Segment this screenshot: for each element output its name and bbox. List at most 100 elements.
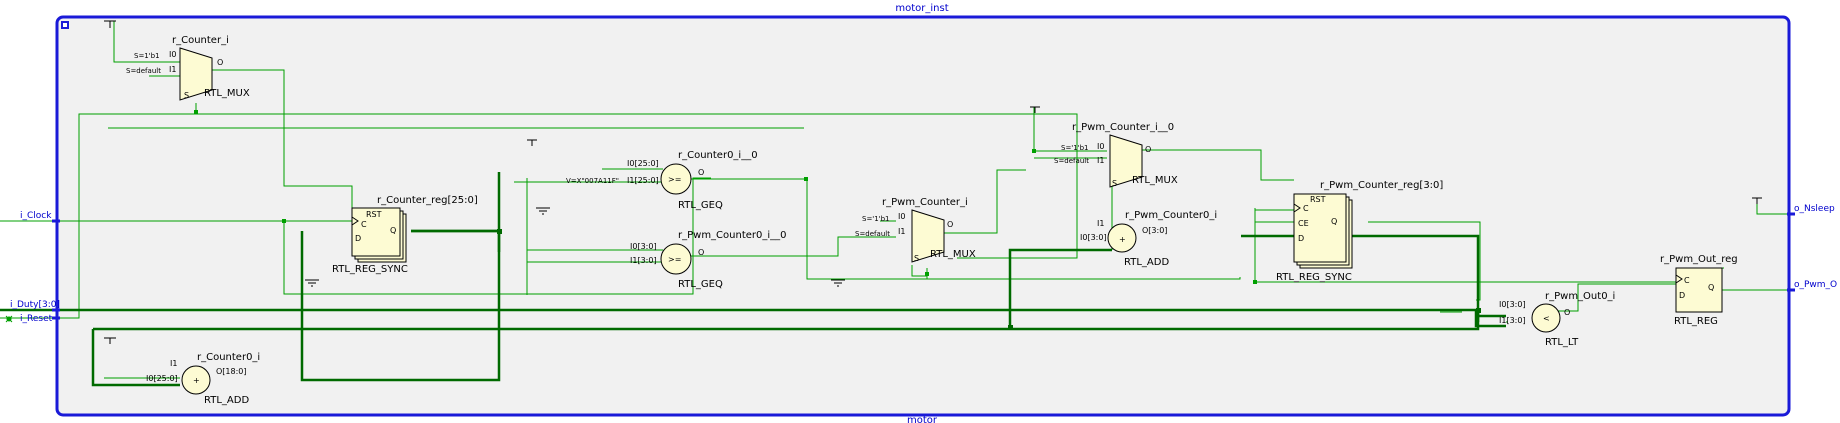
pin-s: S <box>184 91 189 100</box>
cell-r-counter0-i-0[interactable]: >= r_Counter0_i__0 RTL_GEQ I0[25:0] I1[2… <box>566 150 758 211</box>
select-literal: S=1'b1 <box>134 52 160 60</box>
cell-r-pwm-out-reg[interactable]: r_Pwm_Out_reg RTL_REG C D Q <box>1660 254 1738 327</box>
pin-a: I1 <box>170 359 177 368</box>
cell-name: r_Pwm_Out0_i <box>1545 291 1615 302</box>
port-label-clock: i_Clock <box>20 211 52 221</box>
pin-o: O[18:0] <box>216 367 247 376</box>
port-label-duty: i_Duty[3:0] <box>10 300 60 310</box>
pin-o: O <box>1564 308 1570 317</box>
cell-r-counter-i[interactable]: r_Counter_i RTL_MUX I0 I1 S O S=1'b1 S=d… <box>126 35 250 101</box>
module-bottom-label: motor <box>907 415 938 423</box>
cell-name: r_Counter_i <box>172 35 229 46</box>
pin-rst: RST <box>366 210 382 219</box>
pin-b: I1[3:0] <box>630 256 657 265</box>
pin-a: I0[3:0] <box>1499 300 1526 309</box>
pin-d: D <box>1679 291 1685 300</box>
pin-b: I1[25:0] <box>627 176 659 185</box>
cell-r-counter-reg[interactable]: r_Counter_reg[25:0] RTL_REG_SYNC RST C D… <box>332 195 478 275</box>
cell-name: r_Pwm_Counter0_i__0 <box>678 230 787 241</box>
pin-o: O <box>698 168 704 177</box>
pin-i0: I0 <box>898 212 905 221</box>
cell-name: r_Counter_reg[25:0] <box>377 195 478 206</box>
pin-q: Q <box>390 226 396 235</box>
pin-a: I0[3:0] <box>630 242 657 251</box>
select-default: S=default <box>1054 157 1089 165</box>
input-port-clock[interactable]: i_Clock <box>20 211 60 223</box>
cell-r-pwm-out0-i[interactable]: < r_Pwm_Out0_i RTL_LT I0[3:0] I1[3:0] O <box>1499 291 1615 348</box>
pin-o: O <box>947 220 953 229</box>
pin-c: C <box>1303 204 1309 213</box>
cell-type: RTL_ADD <box>1124 257 1169 268</box>
bus-nets <box>0 172 1506 387</box>
cell-type: RTL_GEQ <box>678 279 723 290</box>
cell-name: r_Pwm_Counter_i <box>882 197 968 208</box>
port-label-pwm: o_Pwm_O <box>1794 280 1837 290</box>
pin-i1: I1 <box>898 227 905 236</box>
pin-a: I0[25:0] <box>627 159 659 168</box>
cell-r-counter0-i[interactable]: + r_Counter0_i RTL_ADD I1 I0[25:0] O[18:… <box>146 352 260 406</box>
cell-name: r_Pwm_Counter_reg[3:0] <box>1320 180 1443 191</box>
reset-marker-icon <box>5 315 13 323</box>
pin-q: Q <box>1708 283 1714 292</box>
const-value: V=X"007A11F" <box>566 177 619 185</box>
port-label-reset: i_Reset <box>20 314 53 324</box>
pin-b: I0[3:0] <box>1080 233 1107 242</box>
input-port-duty[interactable]: i_Duty[3:0] <box>10 300 60 312</box>
output-port-nsleep[interactable]: o_Nsleep <box>1787 204 1835 216</box>
ground-symbols <box>104 20 1762 344</box>
collapse-icon[interactable] <box>61 21 69 29</box>
cell-r-pwm-counter0-i[interactable]: + r_Pwm_Counter0_i RTL_ADD I1 I0[3:0] O[… <box>1080 210 1217 268</box>
pin-q: Q <box>1331 217 1337 226</box>
cell-op: >= <box>668 175 681 184</box>
pin-ce: CE <box>1298 219 1309 228</box>
pin-d: D <box>355 234 361 243</box>
select-literal: S='1'b1 <box>1061 144 1089 152</box>
select-literal: S='1'b1 <box>862 215 890 223</box>
pin-s: S <box>914 254 919 263</box>
junctions <box>194 110 1481 330</box>
cell-name: r_Counter0_i <box>197 352 260 363</box>
cell-name: r_Pwm_Counter0_i <box>1125 210 1217 221</box>
select-default: S=default <box>855 230 890 238</box>
cell-type: RTL_GEQ <box>678 200 723 211</box>
pin-i1: I1 <box>169 65 176 74</box>
pin-rst: RST <box>1310 195 1326 204</box>
cell-type: RTL_MUX <box>204 88 250 99</box>
pin-c: C <box>361 220 367 229</box>
cell-op: < <box>1543 314 1550 323</box>
port-label-nsleep: o_Nsleep <box>1794 204 1835 214</box>
pin-o: O <box>217 58 223 67</box>
nets <box>0 20 1790 379</box>
output-port-pwm[interactable]: o_Pwm_O <box>1787 280 1837 292</box>
pin-o: O <box>698 248 704 257</box>
cell-op: >= <box>668 255 681 264</box>
module-title: motor_inst <box>895 3 948 14</box>
cell-op: + <box>193 376 200 385</box>
cell-name: r_Pwm_Counter_i__0 <box>1072 122 1174 133</box>
pin-i1: I1 <box>1097 156 1104 165</box>
cell-type: RTL_REG <box>1674 316 1718 327</box>
input-port-reset[interactable]: i_Reset <box>5 314 60 324</box>
pin-b: I0[25:0] <box>146 374 178 383</box>
cell-type: RTL_MUX <box>930 249 976 260</box>
cell-name: r_Counter0_i__0 <box>678 150 758 161</box>
cell-type: RTL_REG_SYNC <box>332 264 408 275</box>
pin-i0: I0 <box>1097 142 1104 151</box>
pin-c: C <box>1684 276 1690 285</box>
cell-r-pwm-counter0-i-0[interactable]: >= r_Pwm_Counter0_i__0 RTL_GEQ I0[3:0] I… <box>630 230 787 290</box>
pin-o: O[3:0] <box>1142 226 1167 235</box>
cell-type: RTL_LT <box>1545 337 1579 348</box>
pin-d: D <box>1298 234 1304 243</box>
pin-b: I1[3:0] <box>1499 316 1526 325</box>
cell-r-pwm-counter-i-0[interactable]: r_Pwm_Counter_i__0 RTL_MUX I0 I1 S O S='… <box>1054 122 1178 188</box>
cell-type: RTL_MUX <box>1132 175 1178 186</box>
cell-type: RTL_ADD <box>204 395 249 406</box>
cell-type: RTL_REG_SYNC <box>1276 272 1352 283</box>
cell-name: r_Pwm_Out_reg <box>1660 254 1738 265</box>
cell-r-pwm-counter-i[interactable]: r_Pwm_Counter_i RTL_MUX I0 I1 S O S='1'b… <box>855 197 976 263</box>
pin-i0: I0 <box>169 50 176 59</box>
cell-r-pwm-counter-reg[interactable]: r_Pwm_Counter_reg[3:0] RTL_REG_SYNC RST … <box>1276 180 1443 283</box>
select-default: S=default <box>126 67 161 75</box>
pin-s: S <box>1112 179 1117 188</box>
